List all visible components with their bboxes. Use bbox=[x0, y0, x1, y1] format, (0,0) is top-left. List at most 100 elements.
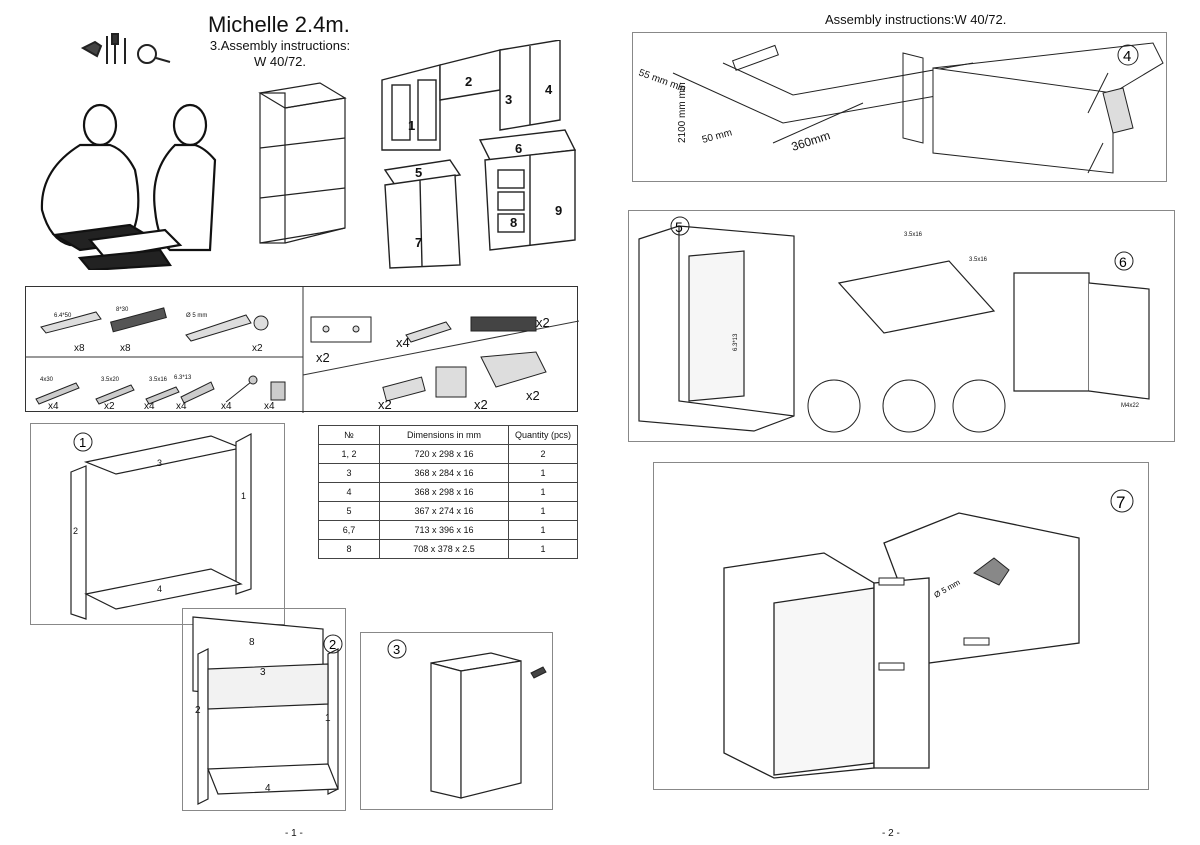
step-number: 1 bbox=[79, 435, 86, 450]
step-3-box: 3 bbox=[360, 632, 553, 810]
cabinet-number: 6 bbox=[515, 141, 522, 156]
cabinet-number: 5 bbox=[415, 165, 422, 180]
hardware-count: x4 bbox=[264, 401, 275, 412]
dimension-label: 2100 mm min bbox=[677, 82, 688, 143]
table-cell: 8 bbox=[318, 539, 380, 559]
step-2-box: 8 3 2 1 4 2 bbox=[182, 608, 346, 811]
panel-label: 3 bbox=[157, 458, 162, 468]
hardware-count: x4 bbox=[144, 401, 155, 412]
cabinet-number: 1 bbox=[408, 118, 415, 133]
table-cell: 708 x 378 x 2.5 bbox=[379, 539, 509, 559]
cabinet-number: 4 bbox=[545, 82, 553, 97]
table-cell: 4 bbox=[318, 482, 380, 502]
hardware-label: 6.4*50 bbox=[54, 313, 72, 319]
table-header: Quantity (pcs) bbox=[508, 425, 578, 445]
panel-label: 8 bbox=[249, 637, 255, 648]
panel-label: 4 bbox=[157, 584, 162, 594]
panel-label: 1 bbox=[325, 713, 331, 724]
table-cell: 1 bbox=[508, 520, 578, 540]
table-row: 3 368 x 284 x 16 1 bbox=[318, 463, 578, 483]
screw-label: M4x22 bbox=[1121, 403, 1140, 409]
tools-icon bbox=[80, 33, 171, 64]
panel-label: 3 bbox=[260, 667, 266, 678]
table-row: 4 368 x 298 x 16 1 bbox=[318, 482, 578, 502]
table-row: 1, 2 720 x 298 x 16 2 bbox=[318, 444, 578, 464]
table-cell: 713 x 396 x 16 bbox=[379, 520, 509, 540]
hardware-label: 6.3*13 bbox=[174, 375, 192, 381]
hardware-label: 3.5x20 bbox=[101, 377, 120, 383]
table-header: Dimensions in mm bbox=[379, 425, 509, 445]
table-cell: 2 bbox=[508, 444, 578, 464]
hardware-count: x2 bbox=[316, 350, 330, 365]
step-number: 5 bbox=[675, 219, 683, 235]
table-header: № bbox=[318, 425, 380, 445]
step-4-box: 55 mm min 2100 mm min 50 mm 360mm 4 bbox=[632, 32, 1167, 182]
hardware-count: x4 bbox=[176, 401, 187, 412]
table-cell: 1, 2 bbox=[318, 444, 380, 464]
hardware-count: x8 bbox=[74, 343, 85, 354]
panel-label: 2 bbox=[195, 705, 201, 716]
table-cell: 1 bbox=[508, 463, 578, 483]
step-5-6-box: 3.5x16 3.5x16 6.3*13 M4x22 5 6 bbox=[628, 210, 1175, 442]
hardware-count: x2 bbox=[252, 343, 263, 354]
hardware-box: 6.4*50 8*30 Ø 5 mm 4x30 3.5x20 3.5x16 6.… bbox=[25, 286, 579, 413]
dimension-label: 360mm bbox=[790, 128, 832, 154]
table-row: 8 708 x 378 x 2.5 1 bbox=[318, 539, 578, 559]
hardware-count: x2 bbox=[104, 401, 115, 412]
hammer-icon bbox=[530, 666, 547, 679]
product-title: Michelle 2.4m. bbox=[208, 12, 350, 37]
hardware-label: 4x30 bbox=[40, 377, 54, 383]
page-two: Assembly instructions:W 40/72. 55 mm min… bbox=[600, 0, 1200, 845]
table-cell: 368 x 298 x 16 bbox=[379, 482, 509, 502]
step-number: 7 bbox=[1116, 493, 1125, 512]
step-number: 3 bbox=[393, 642, 400, 657]
table-cell: 5 bbox=[318, 501, 380, 521]
hardware-count: x2 bbox=[536, 315, 550, 330]
cabinet-number: 9 bbox=[555, 203, 562, 218]
screw-label: 3.5x16 bbox=[969, 257, 988, 263]
table-row: 5 367 x 274 x 16 1 bbox=[318, 501, 578, 521]
assembly-people-illustration bbox=[40, 103, 217, 270]
table-cell: 720 x 298 x 16 bbox=[379, 444, 509, 464]
cabinet-frame-illustration bbox=[258, 82, 347, 244]
table-cell: 367 x 274 x 16 bbox=[379, 501, 509, 521]
cabinet-number: 7 bbox=[415, 235, 422, 250]
step-number: 4 bbox=[1123, 48, 1131, 65]
panel-label: 4 bbox=[265, 783, 271, 794]
page-header: Assembly instructions:W 40/72. bbox=[825, 12, 1007, 27]
table-cell: 6,7 bbox=[318, 520, 380, 540]
screw-label: 3.5x16 bbox=[904, 232, 923, 238]
subtitle-line2: W 40/72. bbox=[253, 54, 307, 69]
page-number: - 2 - bbox=[882, 828, 900, 839]
hardware-count: x2 bbox=[474, 397, 488, 412]
drill-icon bbox=[973, 557, 1010, 586]
hardware-label: Ø 5 mm bbox=[186, 313, 207, 319]
panel-label: 2 bbox=[73, 526, 78, 536]
table-cell: 368 x 284 x 16 bbox=[379, 463, 509, 483]
hardware-count: x2 bbox=[378, 397, 392, 412]
screw-label: 6.3*13 bbox=[733, 333, 739, 351]
hardware-count: x8 bbox=[120, 343, 131, 354]
hardware-label: 8*30 bbox=[116, 307, 129, 313]
page-one: Michelle 2.4m. 3.Assembly instructions: … bbox=[25, 12, 579, 839]
table-cell: 1 bbox=[508, 482, 578, 502]
cabinet-number: 3 bbox=[505, 92, 512, 107]
dimension-label: 50 mm bbox=[701, 127, 733, 146]
step-number: 6 bbox=[1119, 254, 1127, 270]
kitchen-set-illustration: 1 2 3 4 5 6 7 8 9 bbox=[381, 40, 577, 269]
step-number: 2 bbox=[329, 637, 336, 652]
cabinet-number: 2 bbox=[465, 74, 472, 89]
hardware-count: x4 bbox=[396, 335, 410, 350]
subtitle-line1: 3.Assembly instructions: bbox=[209, 38, 351, 53]
hardware-count: x4 bbox=[221, 401, 232, 412]
page-number: - 1 - bbox=[285, 828, 303, 839]
parts-table: № Dimensions in mm Quantity (pcs) 1, 2 7… bbox=[318, 425, 578, 559]
step-1-box: 3 2 1 4 1 bbox=[30, 423, 285, 625]
hardware-label: 3.5x16 bbox=[149, 377, 168, 383]
table-cell: 1 bbox=[508, 539, 578, 559]
table-cell: 1 bbox=[508, 501, 578, 521]
hardware-count: x2 bbox=[526, 388, 540, 403]
table-cell: 3 bbox=[318, 463, 380, 483]
hardware-count: x4 bbox=[48, 401, 59, 412]
panel-label: 1 bbox=[241, 491, 246, 501]
